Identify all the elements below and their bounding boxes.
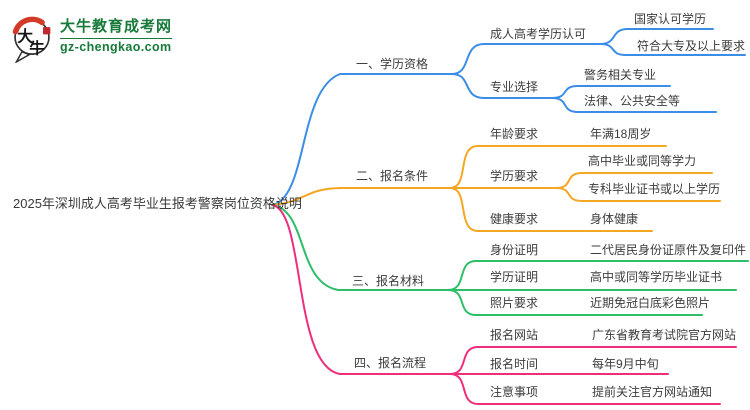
branch1-leaf3-label: 警务相关专业 xyxy=(584,68,657,82)
branch2-leaf2-label: 高中毕业或同等学力 xyxy=(588,154,697,168)
branch1-leaf1-label: 国家认可学历 xyxy=(634,12,707,26)
root-topic: 2025年深圳成人高考毕业生报考警察岗位资格说明 xyxy=(13,196,302,211)
branch4-leaf1-label: 广东省教育考试院官方网站 xyxy=(592,328,737,342)
branch3-child2-label: 学历证明 xyxy=(490,270,539,284)
branch2-child3-line xyxy=(449,187,653,232)
red-seal xyxy=(43,27,51,35)
logo: 大 牛 大牛教育成考网 gz-chengkao.com xyxy=(10,15,173,63)
branch2-trunk-line xyxy=(271,187,451,206)
branch3-leaf2-label: 高中或同等学历毕业证书 xyxy=(590,270,723,284)
branch1-child2-label: 专业选择 xyxy=(490,80,539,94)
branch1-trunk-line xyxy=(271,73,453,206)
branch4-leaf3-label: 提前关注官方网站通知 xyxy=(592,385,713,399)
branch4-child1-label: 报名网站 xyxy=(490,328,539,342)
branch2-child1-line xyxy=(449,145,667,189)
branch1-leaf4-line xyxy=(551,97,717,113)
branch2-leaf3-label: 专科毕业证书或以上学历 xyxy=(588,182,721,196)
branch1-child2-line xyxy=(451,73,553,99)
branch1-leaf4-label: 法律、公共安全等 xyxy=(584,94,681,108)
branch1-child1-label: 成人高考学历认可 xyxy=(490,27,587,41)
branch1-label: 一、学历资格 xyxy=(356,57,429,71)
branch4-child3-line xyxy=(449,373,721,405)
branch2-leaf1-label: 年满18周岁 xyxy=(590,127,652,141)
site-url: gz-chengkao.com xyxy=(60,40,172,54)
branch1-leaf2-label: 符合大专及以上要求 xyxy=(637,39,746,53)
branch3-child3-line xyxy=(447,289,703,316)
branch2-child2-label: 学历要求 xyxy=(490,169,539,183)
branch3-child1-label: 身份证明 xyxy=(490,243,539,257)
branch4-lines xyxy=(271,204,737,405)
branch2-child3-label: 健康要求 xyxy=(490,212,539,226)
branch3-child3-label: 照片要求 xyxy=(490,296,539,310)
branch1-leaf2-line xyxy=(599,43,746,56)
icon-char-1: 大 xyxy=(17,27,33,46)
branch3-leaf3-label: 近期免冠白底彩色照片 xyxy=(590,296,711,310)
branch3-label: 三、报名材料 xyxy=(352,274,425,288)
icon-char-2: 牛 xyxy=(29,39,45,58)
branch2-child1-label: 年龄要求 xyxy=(490,127,539,141)
branch1-lines xyxy=(271,28,746,206)
logo-text: 大牛教育成考网 gz-chengkao.com xyxy=(60,15,173,54)
branch2-lines xyxy=(271,145,721,232)
branch2-leaf4-label: 身体健康 xyxy=(590,212,639,226)
branch4-trunk-line xyxy=(271,204,451,375)
branch2-leaf2-line xyxy=(555,187,721,202)
branch4-child3-label: 注意事项 xyxy=(490,385,539,399)
branch4-label: 四、报名流程 xyxy=(354,356,427,370)
branch3-lines xyxy=(271,204,749,316)
branch3-trunk-line xyxy=(271,204,449,291)
red-arc xyxy=(12,16,45,35)
branch1-child1-line xyxy=(451,43,601,75)
site-name: 大牛教育成考网 xyxy=(60,15,173,39)
branch3-leaf1-label: 二代居民身份证原件及复印件 xyxy=(590,243,747,257)
logo-bubble-icon: 大 牛 xyxy=(12,16,51,63)
branch4-leaf2-label: 每年9月中旬 xyxy=(592,357,659,371)
branch4-child2-label: 报名时间 xyxy=(490,357,539,371)
branch2-label: 二、报名条件 xyxy=(356,169,429,183)
